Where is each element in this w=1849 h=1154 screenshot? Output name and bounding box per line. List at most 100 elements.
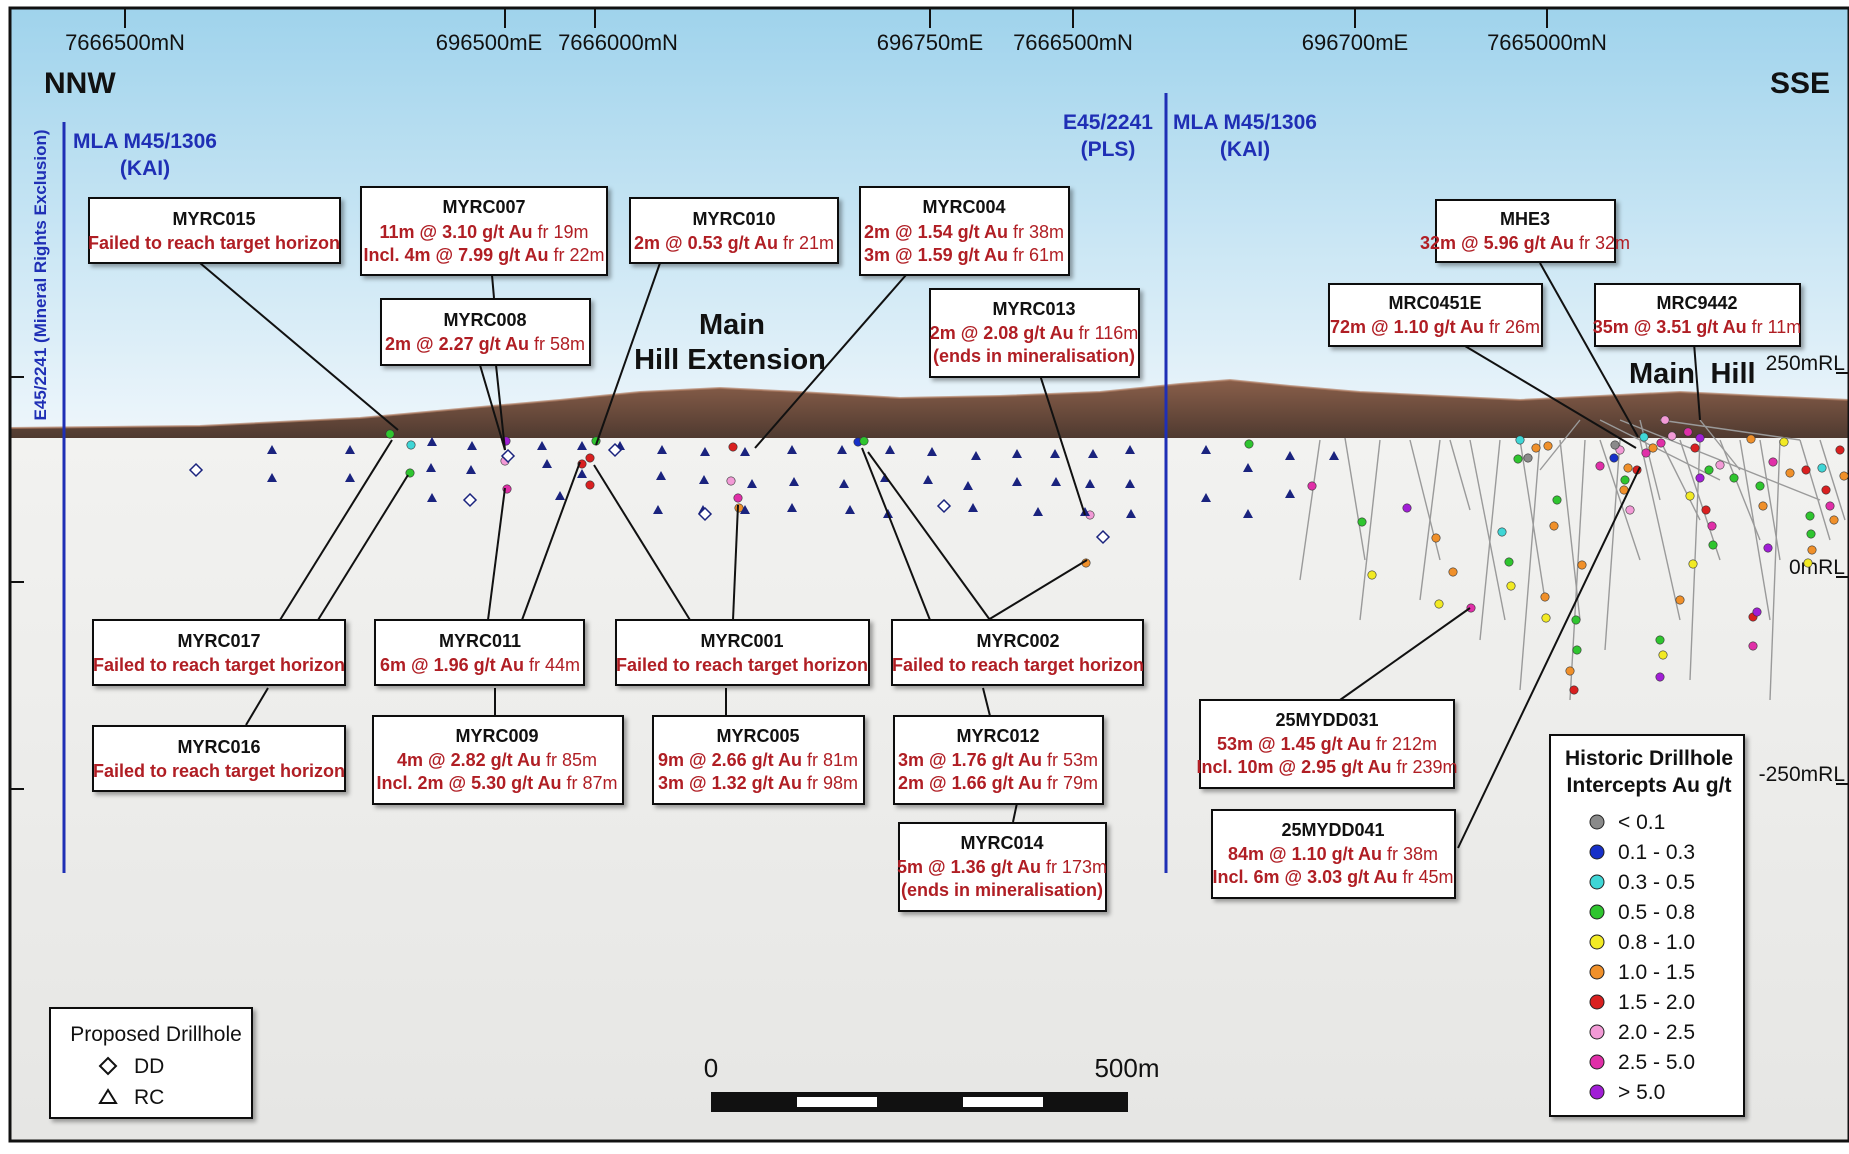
drill-trace — [1799, 439, 1831, 541]
intercept-point — [1701, 505, 1711, 515]
proposed-rc-marker — [1125, 479, 1135, 488]
intercept-point — [1801, 465, 1811, 475]
legend-label: 0.8 - 1.0 — [1618, 931, 1695, 954]
proposed-rc-marker — [656, 471, 666, 480]
intercept-point — [1620, 475, 1630, 485]
rl-label-minus250: -250mRL — [1759, 763, 1845, 786]
callout-line: 3m @ 1.76 g/t Au fr 53m — [898, 750, 1098, 770]
intercept-point — [1785, 468, 1795, 478]
proposed-rc-marker — [740, 447, 750, 456]
coord-label: 696700mE — [1302, 30, 1408, 55]
callout-box — [1435, 199, 1616, 263]
callout-box — [891, 619, 1144, 686]
rl-label-250: 250mRL — [1766, 352, 1845, 375]
callout-box — [1199, 699, 1455, 789]
proposed-drillhole-symbols — [188, 437, 1339, 545]
proposed-dd-marker — [607, 442, 623, 458]
drill-trace — [1539, 419, 1581, 471]
intercept-point — [1577, 560, 1587, 570]
callout-myrc013: MYRC013 2m @ 2.08 g/t Au fr 116m (ends i… — [929, 288, 1140, 378]
depth: fr 21m — [778, 233, 834, 253]
callout-myrc016: MYRC016 Failed to reach target horizon — [92, 725, 346, 792]
callout-line: Incl. 2m @ 5.30 g/t Au fr 87m — [377, 773, 618, 793]
intercept-point — [1552, 495, 1562, 505]
intercept-point — [1683, 427, 1693, 437]
proposed-dd-marker — [500, 448, 516, 464]
callout-myrc009: MYRC009 4m @ 2.82 g/t Au fr 85m Incl. 2m… — [372, 715, 624, 805]
proposed-legend-dd: DD — [134, 1055, 164, 1078]
leader-line — [199, 262, 399, 431]
tenement-mid-2: (PLS) — [1081, 138, 1136, 161]
intercept-point — [1367, 570, 1377, 580]
callout-box — [898, 822, 1107, 912]
intercept: 6m @ 1.96 g/t Au — [380, 655, 524, 675]
proposed-rc-marker — [427, 493, 437, 502]
proposed-rc-marker — [1201, 445, 1211, 454]
callout-title: MRC9442 — [1656, 293, 1737, 313]
intercept-point — [1803, 558, 1813, 568]
proposed-rc-marker — [963, 481, 973, 490]
proposed-rc-marker — [1125, 445, 1135, 454]
proposed-rc-marker — [845, 505, 855, 514]
intercept: 2m @ 0.53 g/t Au — [634, 233, 778, 253]
proposed-rc-marker — [1285, 489, 1295, 498]
intercept: 53m @ 1.45 g/t Au — [1217, 734, 1371, 754]
callout-line: 2m @ 2.08 g/t Au fr 116m — [930, 323, 1139, 343]
leader-line — [1339, 607, 1471, 701]
proposed-rc-marker — [927, 447, 937, 456]
drill-trace — [1604, 439, 1621, 651]
legend-swatch — [1589, 964, 1605, 980]
callout-line: (ends in mineralisation) — [933, 346, 1135, 366]
legend-label: 0.5 - 0.8 — [1618, 901, 1695, 924]
leader-line — [1459, 342, 1637, 449]
intercept-point — [1685, 491, 1695, 501]
callout-line: 6m @ 1.96 g/t Au fr 44m — [380, 655, 580, 675]
proposed-dd-marker — [936, 498, 952, 514]
callout-line: 2m @ 0.53 g/t Au fr 21m — [634, 233, 834, 253]
intercept-point — [1839, 471, 1849, 481]
callout-line: 32m @ 5.96 g/t Au fr 32m — [1420, 233, 1630, 253]
intercept-point — [726, 476, 736, 486]
legend-label: 2.0 - 2.5 — [1618, 1021, 1695, 1044]
depth: fr 45m — [1397, 867, 1453, 887]
drill-trace — [1299, 439, 1321, 581]
intercept: 84m @ 1.10 g/t Au — [1228, 844, 1382, 864]
intercept: 11m @ 3.10 g/t Au — [380, 222, 533, 242]
depth: fr 173m — [1041, 857, 1107, 877]
intercept-point — [1708, 540, 1718, 550]
proposed-legend-rc: RC — [134, 1086, 164, 1109]
callout-title: MYRC016 — [177, 737, 260, 757]
intercept-point — [1763, 543, 1773, 553]
legend-box — [49, 1007, 253, 1119]
drill-trace — [1519, 439, 1541, 691]
intercept: Incl. 4m @ 7.99 g/t Au — [364, 245, 549, 265]
dd-diamond-icon — [98, 1056, 118, 1076]
intercept-point — [1825, 501, 1835, 511]
intercept-point — [1655, 635, 1665, 645]
intercept: 3m @ 1.76 g/t Au — [898, 750, 1042, 770]
legend-box — [1549, 734, 1745, 1117]
drill-trace — [1344, 437, 1366, 561]
callout-box — [929, 288, 1140, 378]
proposed-rc-marker — [1085, 479, 1095, 488]
drill-trace — [1569, 439, 1586, 701]
proposed-rc-marker — [537, 441, 547, 450]
callout-title: MYRC011 — [439, 631, 521, 651]
callout-title: MYRC001 — [700, 631, 783, 651]
coord-label: 7666000mN — [558, 30, 678, 55]
proposed-rc-marker — [923, 475, 933, 484]
callout-line: 84m @ 1.10 g/t Au fr 38m — [1228, 844, 1438, 864]
intercept-point — [1758, 501, 1768, 511]
intercept: 2m @ 2.08 g/t Au — [930, 323, 1074, 343]
leader-line — [593, 464, 691, 621]
intercept-point — [1807, 545, 1817, 555]
intercept-point — [1695, 433, 1705, 443]
callout-line: 5m @ 1.36 g/t Au fr 173m — [897, 857, 1107, 877]
historic-intercept-points — [385, 415, 1849, 695]
drill-trace — [1639, 439, 1681, 621]
depth: fr 58m — [529, 334, 585, 354]
depth: fr 79m — [1042, 773, 1098, 793]
intercept-point — [1497, 527, 1507, 537]
proposed-dd-marker — [697, 506, 713, 522]
